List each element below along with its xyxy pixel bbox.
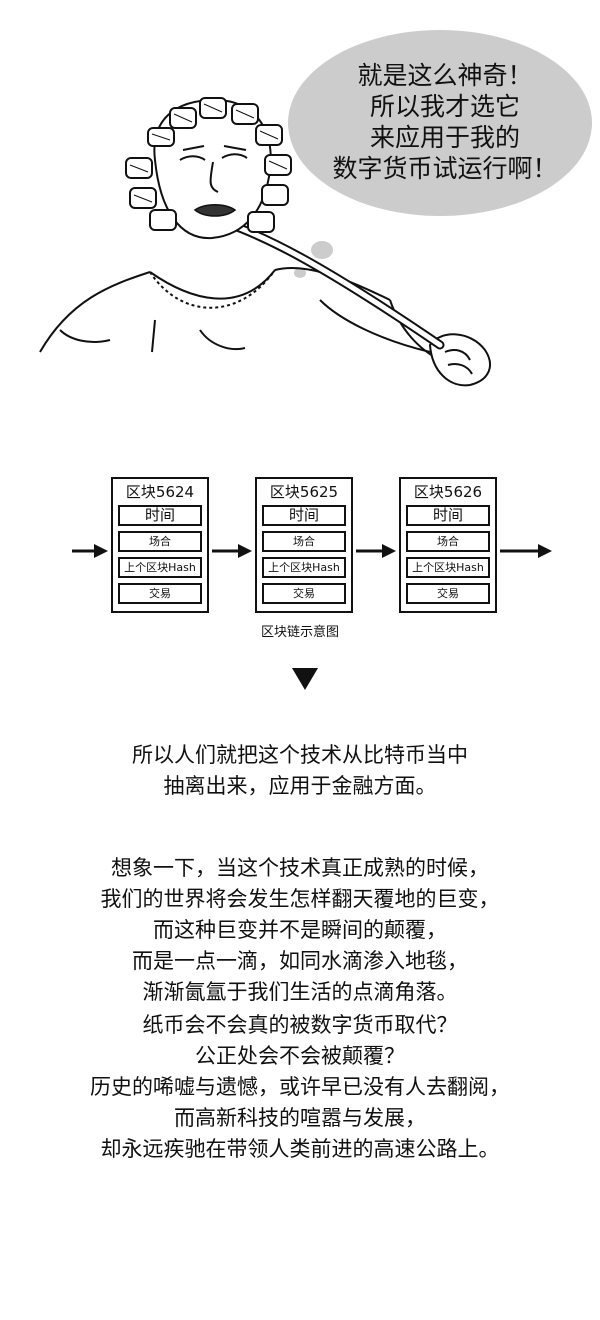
block-field: 时间: [118, 505, 202, 526]
speech-bubble: [288, 30, 592, 278]
comic-illustration: 就是这么神奇！ 所以我才选它 来应用于我的 数字货币试运行啊！: [0, 0, 600, 420]
block-field: 时间: [262, 505, 346, 526]
paragraph-3: 纸币会不会真的被数字货币取代？ 公正处会不会被颠覆？ 历史的唏嘘与遗憾，或许早已…: [0, 1010, 600, 1165]
paragraph-line: 我们的世界将会发生怎样翻天覆地的巨变，: [100, 887, 500, 911]
arrow-icon: [500, 544, 552, 558]
block-field: 上个区块Hash: [118, 557, 202, 578]
block-title: 区块5624: [125, 483, 195, 501]
block-field: 场合: [118, 531, 202, 552]
speech-line: 就是这么神奇！: [357, 61, 533, 90]
block-field: 上个区块Hash: [262, 557, 346, 578]
down-triangle-icon: [292, 668, 318, 690]
block-5626: 区块5626 时间 场合 上个区块Hash 交易: [399, 477, 497, 613]
cigarette-holder: [195, 210, 445, 350]
block-5625: 区块5625 时间 场合 上个区块Hash 交易: [255, 477, 353, 613]
paragraph-line: 想象一下，当这个技术真正成熟的时候，: [111, 856, 489, 880]
paragraph-line: 而是一点一滴，如同水滴渗入地毯，: [132, 949, 468, 973]
paragraph-2: 想象一下，当这个技术真正成熟的时候， 我们的世界将会发生怎样翻天覆地的巨变， 而…: [0, 853, 600, 1008]
paragraph-1: 所以人们就把这个技术从比特币当中 抽离出来，应用于金融方面。: [0, 740, 600, 802]
block-title: 区块5625: [269, 483, 339, 501]
paragraph-line: 历史的唏嘘与遗憾，或许早已没有人去翻阅，: [90, 1075, 510, 1099]
paragraph-line: 纸币会不会真的被数字货币取代？: [142, 1013, 458, 1037]
paragraph-line: 公正处会不会被颠覆？: [195, 1044, 405, 1068]
character-head: [153, 98, 272, 240]
chain-arrows: [72, 544, 552, 558]
paragraph-line: 抽离出来，应用于金融方面。: [163, 774, 437, 798]
paragraph-line: 而这种巨变并不是瞬间的颠覆，: [153, 918, 447, 942]
arrow-icon: [72, 544, 108, 558]
arrow-icon: [356, 544, 396, 558]
hair-curlers: [125, 97, 292, 233]
block-field: 交易: [118, 583, 202, 604]
arrow-icon: [212, 544, 252, 558]
block-field: 交易: [406, 583, 490, 604]
blockchain-diagram: 区块5624 时间 场合 上个区块Hash 交易 区块5625 时间 场合 上个…: [0, 465, 600, 645]
paragraph-line: 却永远疾驰在带领人类前进的高速公路上。: [100, 1137, 500, 1161]
comic-drawing: [39, 30, 592, 387]
block-field: 场合: [262, 531, 346, 552]
block-5624: 区块5624 时间 场合 上个区块Hash 交易: [111, 477, 209, 613]
speech-bubble-text: 就是这么神奇！ 所以我才选它 来应用于我的 数字货币试运行啊！: [300, 60, 590, 184]
character-hand: [428, 333, 491, 387]
block-field: 上个区块Hash: [406, 557, 490, 578]
block-title: 区块5626: [413, 483, 483, 501]
paragraph-line: 所以人们就把这个技术从比特币当中: [132, 743, 468, 767]
paragraph-line: 渐渐氤氲于我们生活的点滴角落。: [142, 980, 458, 1004]
block-field: 时间: [406, 505, 490, 526]
paragraph-line: 而高新科技的喧嚣与发展，: [174, 1106, 426, 1130]
block-field: 交易: [262, 583, 346, 604]
speech-line: 所以我才选它: [369, 92, 520, 121]
speech-line: 来应用于我的: [369, 123, 520, 152]
character-body: [39, 266, 441, 361]
block-field: 场合: [406, 531, 490, 552]
speech-line: 数字货币试运行啊！: [332, 154, 558, 183]
diagram-caption: 区块链示意图: [260, 625, 339, 640]
